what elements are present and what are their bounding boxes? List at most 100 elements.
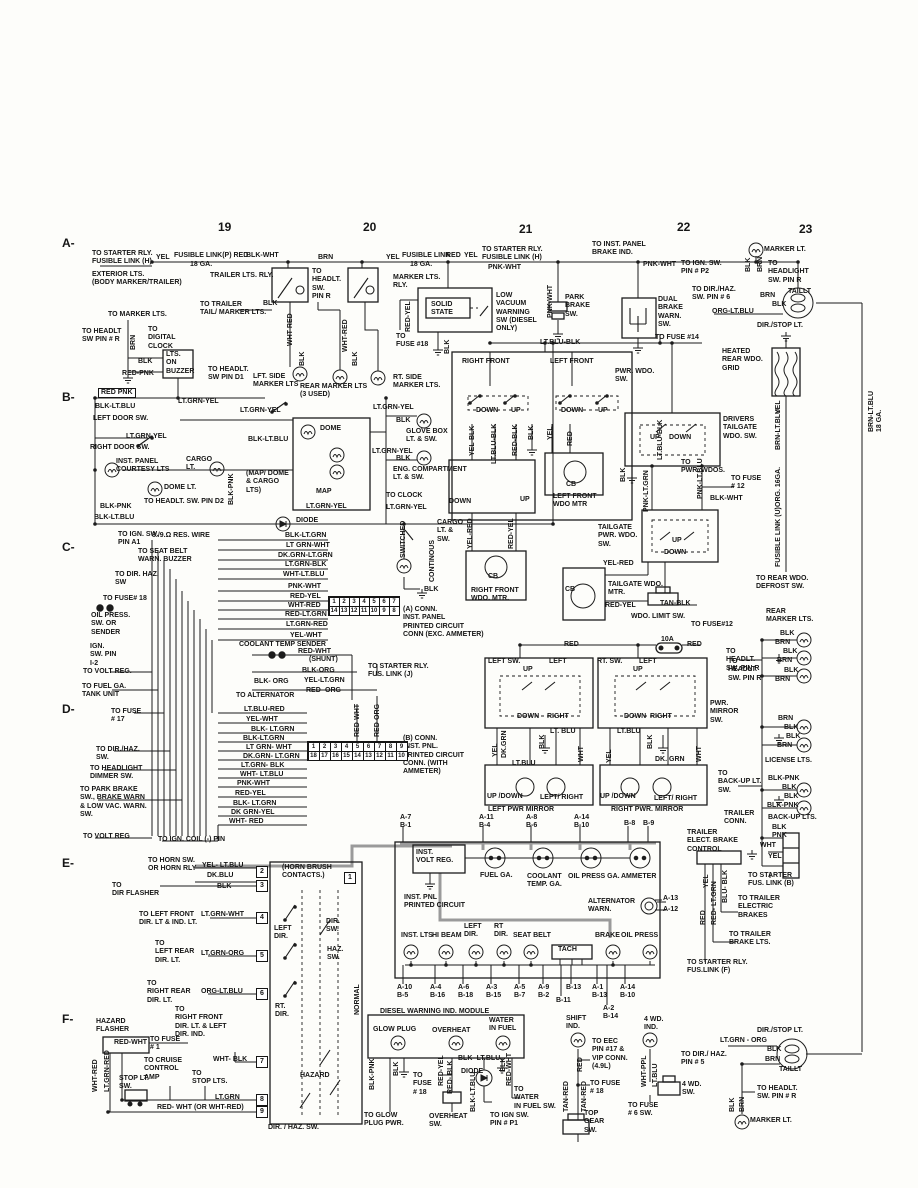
- wire-label: TO FUSE # 12: [731, 475, 762, 491]
- wire-label: RED: [577, 1057, 584, 1072]
- connector-pin: 10: [395, 750, 408, 761]
- wire-label: TO FUSE #14: [655, 334, 699, 341]
- wire-label: BRN-LT.BLU 18 GA.: [868, 390, 884, 432]
- wire-label: YEL: [703, 874, 710, 888]
- grid-row-b: B-: [62, 390, 75, 404]
- marker-lts-relay-box: [347, 267, 379, 303]
- dir-haz-pin-1: 1: [344, 872, 356, 884]
- wire-label: WHT-PPL: [641, 1055, 648, 1088]
- wire-label: WHT-RED: [287, 313, 294, 346]
- wire-label: BLK- LT.GRN: [251, 726, 295, 733]
- wire-label: LEFT FRONT WDO MTR: [553, 493, 597, 509]
- right-front-window-motor-box: [465, 550, 527, 601]
- wire-label: FUSIBLE LINK (U): [775, 507, 782, 567]
- wire-label: TOP GEAR SW.: [584, 1110, 605, 1134]
- wire-label: BLK-LT.BLU: [470, 1071, 477, 1112]
- wire-label: TO VOLT REG.: [83, 668, 132, 675]
- gauge-and-motor-symbols: [96, 287, 814, 1107]
- hazard-flasher-box: [102, 1036, 150, 1054]
- wire-label: WHT: [696, 746, 703, 762]
- wire-label: BLK: [767, 1046, 782, 1053]
- diagram-title: EXTERIOR LTS. (BODY MARKER/TRAILER): [92, 271, 182, 287]
- wire-label: SWITCHED: [400, 520, 407, 558]
- wire-label: DIODE: [296, 517, 319, 524]
- wire-label: LT.GRN-RED: [104, 1050, 111, 1092]
- wire-label: B-13: [566, 984, 582, 991]
- wire-label: UP: [633, 666, 643, 673]
- wire-label: A-2 B-14: [603, 1005, 619, 1021]
- dual-brake-warn-box: [621, 297, 657, 339]
- wire-label: BLK- ORG: [254, 678, 289, 685]
- wire-label: LEFT DIR.: [464, 923, 482, 939]
- overheat-switch-box: [442, 1091, 462, 1104]
- wire-label: LEFT/ RIGHT: [540, 794, 584, 801]
- switch-symbols: [137, 277, 697, 1109]
- wire-label: LT.GRN: [215, 1094, 240, 1101]
- wire-label: TO FUSE#12: [691, 621, 733, 628]
- dir-haz-pin-6: 6: [256, 988, 268, 1000]
- wire-label: RED: [567, 431, 574, 446]
- wire-label: WHT: [578, 746, 585, 762]
- dir-haz-pin-3: 3: [256, 880, 268, 892]
- trailer-brake-control-label: TRAILER ELECT. BRAKE CONTROL: [687, 829, 738, 853]
- wire-label: GLOVE BOX LT. & SW.: [406, 428, 448, 444]
- wire-label: DOWN: [449, 498, 472, 505]
- wire-label: TO DIGITAL CLOCK: [148, 326, 176, 350]
- wire-label: LFT. SIDE MARKER LTS: [253, 373, 299, 389]
- connector-a-label: (A) CONN. INST. PANEL PRINTED CIRCUIT CO…: [403, 606, 484, 638]
- heated-rear-window-grid-label: HEATED REAR WDO. GRID: [722, 348, 763, 372]
- wire-label: LEFT DIR.: [274, 925, 292, 941]
- wire-label: UP: [598, 407, 608, 414]
- wire-label: UP /DOWN: [487, 793, 523, 800]
- wire-label: RED: [446, 252, 461, 259]
- right-mirror-motor-box: [599, 764, 708, 806]
- low-vacuum-warning-box: [417, 287, 493, 333]
- grid-col-19: 19: [218, 220, 232, 234]
- wire-label: RED-ORG: [374, 703, 381, 737]
- wire-label: BLK-LT.BLU: [94, 514, 135, 521]
- wire-label: (MAP/ DOME & CARGO LTS): [246, 470, 289, 494]
- wire-label: LT.GRN-YEL: [372, 448, 413, 455]
- wire-label: RT. SW.: [597, 658, 623, 665]
- wire-label: TO IGN. SW. PIN # P2: [681, 260, 722, 276]
- wire-label: TO WATER IN FUEL SW.: [514, 1086, 556, 1110]
- wire-label: WHT- BLK: [213, 1056, 248, 1063]
- wire-label: LEFT: [549, 658, 567, 665]
- wire-label: TO HEADLT. SW. PIN R: [728, 658, 762, 682]
- wire-label: BLK: [396, 417, 411, 424]
- wire-label: RED-WHT: [506, 1052, 513, 1086]
- wire-label: TACH: [558, 946, 577, 953]
- wire-label: PNK-WHT: [488, 264, 522, 271]
- wire-label: TO FUSE # 17: [111, 708, 142, 724]
- wire-label: BLK: [786, 733, 801, 740]
- wire-label: LT.GRN-YEL: [306, 503, 347, 510]
- wire-label: TO STARTER FUS. LINK (B): [748, 872, 794, 888]
- wire-label: AMMETER: [621, 873, 657, 880]
- wire-label: TAILLT: [779, 1066, 803, 1073]
- wire-label: RED-YEL: [605, 602, 636, 609]
- wire-label: B-11: [556, 997, 571, 1004]
- wire-label: BLK-WHT: [710, 495, 743, 502]
- wire-label: SEAT BELT: [513, 932, 551, 939]
- wire-label: LT.BLU-BLK: [491, 423, 498, 464]
- wire-label: TO HORN SW. OR HORN RLY: [148, 857, 197, 873]
- wire-label: BLK-PNK: [768, 775, 800, 782]
- wire-label: BRN: [765, 1056, 781, 1063]
- wire-label: GLOW PLUG: [373, 1026, 417, 1033]
- wire-label: MAP: [316, 488, 332, 495]
- wire-label: BLK-LT.GRN: [243, 735, 285, 742]
- wire-label: BLK: [784, 724, 799, 731]
- wire-label: 4 WD. SW.: [682, 1081, 702, 1097]
- wire-label: RED-YEL: [405, 301, 412, 332]
- switch-internal-dashes: [301, 307, 709, 1118]
- wire-label: LT GRN- WHT: [246, 744, 292, 751]
- wire-label: TO STARTER RLY. FUSIBLE LINK (H): [92, 250, 153, 266]
- wire-label: WHT-RED: [342, 319, 349, 352]
- wire-label: DOWN: [561, 407, 584, 414]
- wire-label: BRAKE: [595, 932, 620, 939]
- wire-label: RED-LT.GRN: [285, 611, 327, 618]
- dir-haz-pin-4: 4: [256, 912, 268, 924]
